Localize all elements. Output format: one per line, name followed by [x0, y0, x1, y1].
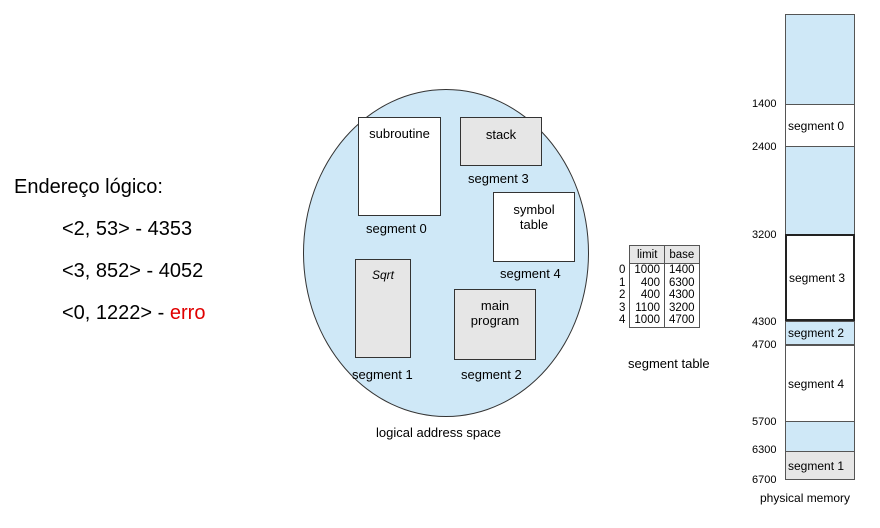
address-example-1: <2, 53> - 4353	[62, 218, 193, 240]
table-row: 0 1000 1400	[619, 263, 700, 277]
physical-segment-1: segment 1	[785, 451, 855, 480]
segment-0-label: segment 0	[366, 221, 427, 236]
address-1400: 1400	[752, 98, 777, 110]
physical-memory-caption: physical memory	[760, 491, 851, 505]
segment-1-box: Sqrt	[355, 259, 411, 358]
base-cell: 3200	[664, 301, 700, 314]
base-header: base	[664, 245, 700, 264]
physical-segment-4-label: segment 4	[788, 376, 845, 391]
base-cell: 1400	[664, 263, 700, 277]
segment-2-box: main program	[454, 289, 536, 360]
physical-segment-2: segment 2	[785, 321, 855, 345]
physical-segment-0: segment 0	[785, 104, 855, 147]
base-cell: 4300	[664, 289, 700, 302]
table-row: 4 1000 4700	[619, 314, 700, 328]
physical-segment-3-label: segment 3	[789, 270, 846, 285]
segment-3-box: stack	[460, 117, 542, 166]
segment-table-caption: segment table	[628, 356, 710, 371]
limit-cell: 400	[629, 289, 665, 302]
table-row: 3 1100 3200	[619, 301, 700, 314]
sqrt-text: Sqrt	[371, 268, 394, 282]
logical-address-space-caption: logical address space	[376, 425, 502, 440]
logical-address-title: Endereço lógico:	[14, 176, 163, 198]
physical-segment-4: segment 4	[785, 345, 855, 422]
limit-cell: 1000	[629, 263, 665, 277]
limit-cell: 1100	[629, 301, 665, 314]
physical-segment-3: segment 3	[785, 234, 855, 321]
address-4300: 4300	[752, 316, 777, 328]
segment-table-grid: limit base 0 1000 1400 1 400 6300 2 400 …	[619, 245, 700, 328]
error-text: erro	[169, 302, 206, 324]
row-index: 4	[619, 314, 626, 327]
row-index: 3	[619, 301, 626, 314]
table-text: table	[519, 217, 549, 232]
segment-1-label: segment 1	[352, 367, 413, 382]
limit-cell: 400	[629, 276, 665, 289]
address-example-2: <3, 852> - 4052	[62, 260, 204, 282]
physical-segment-1-label: segment 1	[788, 458, 845, 473]
limit-header: limit	[629, 245, 665, 264]
physical-segment-0-label: segment 0	[788, 118, 845, 133]
table-row: 2 400 4300	[619, 289, 700, 302]
address-example-3: <0, 1222> - erro	[62, 302, 205, 325]
address-6700: 6700	[752, 474, 777, 486]
base-cell: 6300	[664, 276, 700, 289]
program-text: program	[470, 313, 520, 328]
segment-4-label: segment 4	[500, 266, 561, 281]
address-example-3-text: <0, 1222> -	[62, 302, 170, 324]
row-index: 0	[619, 263, 626, 276]
segment-3-label: segment 3	[468, 171, 529, 186]
address-3200: 3200	[752, 229, 777, 241]
segment-2-label: segment 2	[461, 367, 522, 382]
address-5700: 5700	[752, 416, 777, 428]
subroutine-text: subroutine	[369, 126, 430, 141]
physical-segment-2-label: segment 2	[788, 326, 845, 340]
address-2400: 2400	[752, 141, 777, 153]
limit-cell: 1000	[629, 314, 665, 328]
address-4700: 4700	[752, 339, 777, 351]
stack-text: stack	[485, 127, 517, 142]
address-6300: 6300	[752, 444, 777, 456]
main-text: main	[480, 298, 510, 313]
segment-table: limit base 0 1000 1400 1 400 6300 2 400 …	[619, 245, 700, 328]
table-row: 1 400 6300	[619, 276, 700, 289]
symbol-text: symbol	[513, 202, 555, 217]
table-index-header	[619, 246, 630, 264]
segment-0-box: subroutine	[358, 117, 441, 216]
segment-4-box: symbol table	[493, 192, 575, 262]
row-index: 1	[619, 276, 626, 289]
base-cell: 4700	[664, 314, 700, 328]
row-index: 2	[619, 289, 626, 301]
